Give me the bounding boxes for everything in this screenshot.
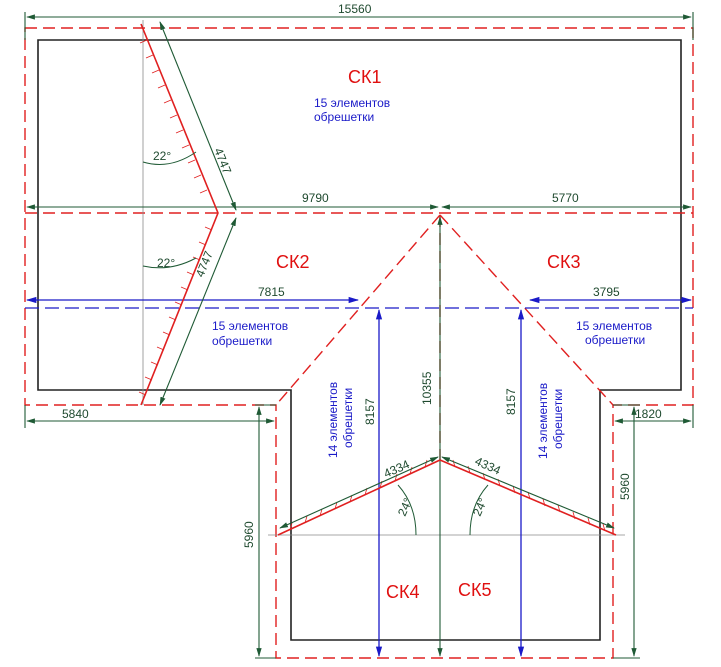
dimension-total-width: 15560: [338, 2, 372, 16]
dimension-left-inner: 7815: [258, 285, 285, 299]
rafter-top-hatch-ticks: [138, 39, 213, 396]
section-sk2: СК2: [276, 252, 310, 272]
dimension-center-height: 10355: [420, 371, 434, 405]
dimension-left-part: 9790: [302, 191, 329, 205]
angle-arc-right-wing: [469, 484, 489, 536]
dimension-wing-height-left: 5960: [242, 521, 256, 548]
note-sk3-line2: обрешетки: [585, 333, 645, 347]
dimension-right-part: 5770: [552, 191, 579, 205]
angle-middle: 22°: [157, 256, 175, 270]
hip-line-right: [439, 214, 614, 406]
note-sk4-line2: обрешетки: [341, 388, 355, 448]
angle-top: 22°: [153, 149, 171, 163]
rafter-top-length: 4747: [211, 146, 234, 176]
hip-left-length: 4334: [382, 457, 412, 481]
note-sk4-line1: 14 элементов: [326, 382, 340, 458]
hip-line-left: [275, 214, 441, 406]
hip-left-dim-line: [279, 456, 439, 529]
note-sk5-line2: обрешетки: [551, 389, 565, 449]
angle-arc-middle: [142, 257, 197, 269]
note-sk1-line2: обрешетки: [314, 110, 374, 124]
dimension-wing-height-right: 5960: [618, 473, 632, 500]
angle-right-wing: 24°: [470, 496, 490, 518]
dimension-left-inner-height: 8157: [363, 398, 377, 425]
section-sk3: СК3: [547, 252, 581, 272]
dimension-right-inner: 3795: [593, 285, 620, 299]
rafter-top-hatch: [140, 23, 219, 406]
rafter-top-dim-line: [159, 21, 237, 211]
section-sk1: СК1: [348, 67, 382, 87]
hip-right-dim-line: [441, 456, 615, 529]
note-sk3-line1: 15 элементов: [576, 319, 652, 333]
angle-arc-top: [142, 151, 197, 165]
note-sk5-line1: 14 элементов: [536, 383, 550, 459]
note-sk2-line2: обрешетки: [212, 334, 272, 348]
note-sk2-line1: 15 элементов: [212, 319, 288, 333]
dimension-left-overhang: 5840: [62, 407, 89, 421]
hip-right-length: 4334: [473, 454, 503, 478]
building-outline: [37, 39, 682, 641]
note-sk1-line1: 15 элементов: [314, 96, 390, 110]
section-sk5: СК5: [458, 580, 492, 600]
angle-left-wing: 24°: [395, 496, 415, 518]
section-sk4: СК4: [386, 582, 420, 602]
dimension-right-inner-height: 8157: [504, 388, 518, 415]
angle-arc-left-wing: [397, 484, 417, 536]
dimension-right-overhang: 1820: [635, 407, 662, 421]
rafter-bottom-dim-line: [159, 217, 237, 406]
